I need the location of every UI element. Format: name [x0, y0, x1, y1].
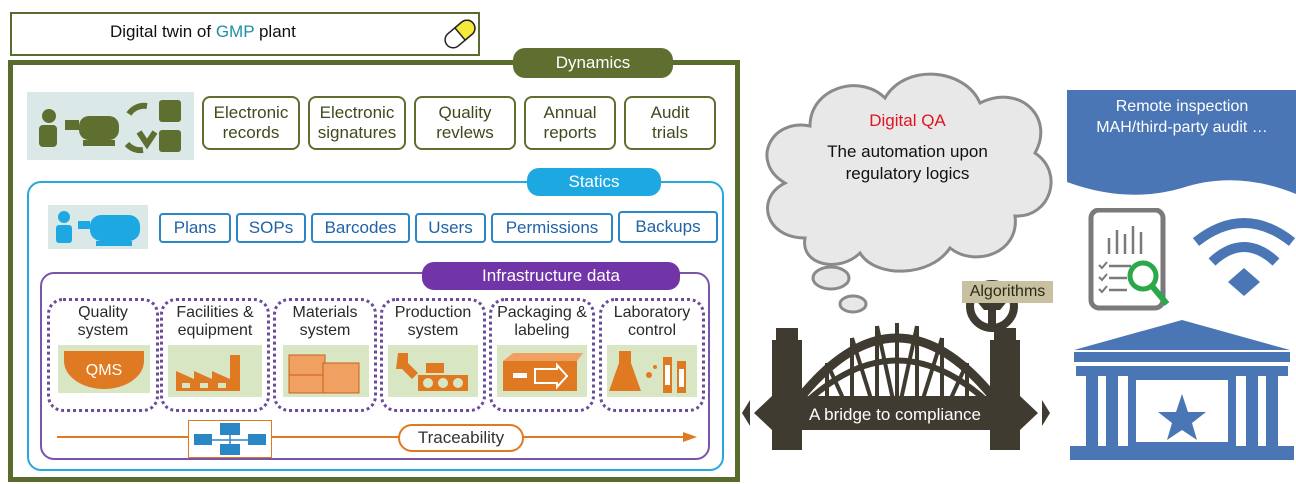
- factory-icon: [168, 345, 262, 397]
- diagram-title: Digital twin of GMP plant: [110, 22, 296, 41]
- cloud-title: Digital QA: [869, 111, 946, 130]
- statics-frame: [27, 181, 724, 471]
- digital-twin-frame: [8, 60, 740, 482]
- thought-cloud-icon: [765, 72, 1053, 314]
- flask-icon: [607, 345, 697, 397]
- traceability-arrow: [57, 432, 697, 442]
- system-card-laboratory: [599, 298, 705, 412]
- institution-building-icon: [1070, 320, 1294, 460]
- traceability-label: Traceability: [398, 424, 524, 452]
- wifi-icon: [1192, 218, 1296, 296]
- system-card-packaging: [489, 298, 595, 412]
- document-search-icon: [1088, 208, 1170, 311]
- statics-item-sops: SOPs: [236, 213, 306, 243]
- dynamics-pill: Dynamics: [513, 48, 673, 78]
- statics-item-plans: Plans: [159, 213, 231, 243]
- system-card-quality: [47, 298, 159, 412]
- bridge-icon: [742, 280, 1050, 450]
- dynamics-equipment-icon: [27, 92, 194, 160]
- statics-item-users: Users: [415, 213, 486, 243]
- system-card-production: [380, 298, 486, 412]
- qms-icon: [58, 345, 150, 393]
- system-card-materials: [273, 298, 377, 412]
- system-label-packaging: Packaging &labeling: [497, 304, 587, 339]
- system-card-facilities: [160, 298, 270, 412]
- capsule-icon: [444, 19, 476, 49]
- qms-badge: QMS: [85, 362, 123, 379]
- remote-banner: [1067, 90, 1296, 195]
- infrastructure-frame: [40, 272, 710, 460]
- boxes-icon: [283, 345, 369, 397]
- statics-pill: Statics: [527, 168, 661, 196]
- statics-item-backups: Backups: [618, 211, 718, 243]
- infrastructure-pill: Infrastructure data: [422, 262, 680, 290]
- package-icon: [497, 345, 587, 397]
- bridge-label: A bridge to compliance: [809, 405, 981, 424]
- statics-equipment-icon: [48, 205, 148, 249]
- network-icon: [188, 420, 272, 458]
- system-label-facilities: Facilities &equipment: [176, 304, 254, 339]
- gears-icon: [388, 345, 478, 397]
- statics-item-permissions: Permissions: [491, 213, 613, 243]
- title-box: [10, 12, 480, 56]
- statics-item-barcodes: Barcodes: [311, 213, 410, 243]
- algorithms-label: Algorithms: [962, 281, 1053, 303]
